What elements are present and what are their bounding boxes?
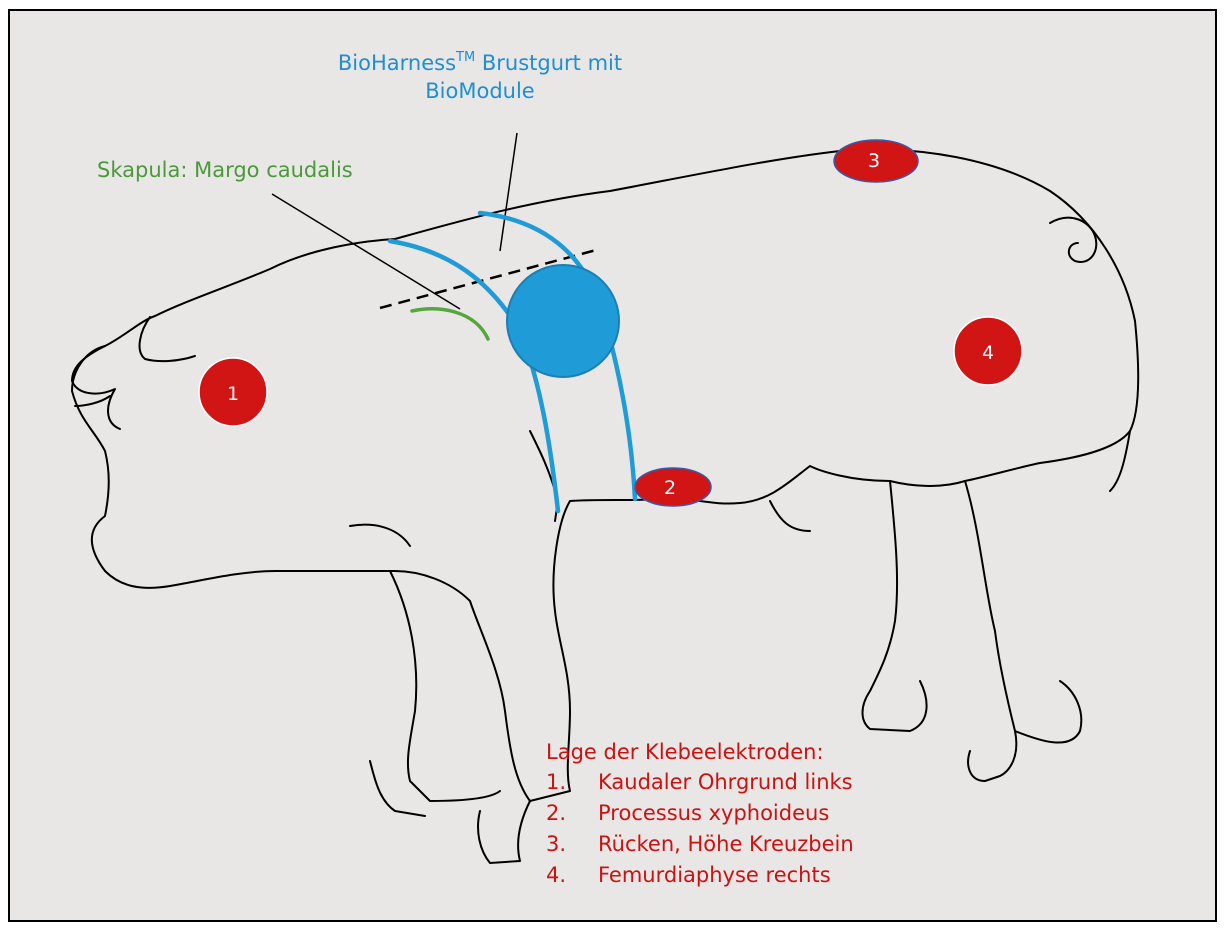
harness-label-prefix: BioHarness <box>338 51 456 75</box>
electrode-2: 2 <box>635 468 711 506</box>
harness-label: BioHarnessTM Brustgurt mit BioModule <box>290 49 670 105</box>
pig-ear <box>140 317 195 361</box>
front-leg-near <box>390 571 500 801</box>
scapula-margin-curve <box>412 309 488 339</box>
hind-leg-near <box>965 481 1016 781</box>
legend-item: 3. Rücken, Höhe Kreuzbein <box>546 829 854 860</box>
hind-leg-far <box>863 481 927 731</box>
legend-title: Lage der Klebeelektroden: <box>546 737 854 767</box>
legend-item-number: 1. <box>546 767 598 798</box>
pig-snout <box>72 346 120 429</box>
trademark-superscript: TM <box>456 50 475 65</box>
harness-label-suffix: Brustgurt mit <box>475 51 622 75</box>
figure-frame: 1 2 3 4 BioHarnessTM Brustgurt mit BioMo… <box>8 9 1217 922</box>
legend-item: 2. Processus xyphoideus <box>546 798 854 829</box>
harness-leader-line <box>500 133 517 251</box>
front-leg-far <box>478 801 530 863</box>
legend-item-text: Kaudaler Ohrgrund links <box>598 767 853 798</box>
electrode-legend: Lage der Klebeelektroden: 1. Kaudaler Oh… <box>546 737 854 891</box>
electrode-1-label: 1 <box>227 383 239 405</box>
legend-item-number: 4. <box>546 860 598 891</box>
electrode-3-label: 3 <box>868 150 880 172</box>
electrode-4-label: 4 <box>982 342 994 364</box>
electrode-1: 1 <box>199 358 267 426</box>
legend-item: 1. Kaudaler Ohrgrund links <box>546 767 854 798</box>
electrode-2-label: 2 <box>664 477 676 499</box>
harness-label-line2: BioModule <box>290 77 670 105</box>
electrode-4: 4 <box>954 317 1022 385</box>
skapula-label: Skapula: Margo caudalis <box>97 156 353 184</box>
legend-item-text: Rücken, Höhe Kreuzbein <box>598 829 854 860</box>
legend-item-number: 3. <box>546 829 598 860</box>
pig-tail <box>1050 218 1096 262</box>
legend-item-text: Processus xyphoideus <box>598 798 829 829</box>
legend-item: 4. Femurdiaphyse rechts <box>546 860 854 891</box>
pig-outline <box>72 149 1138 801</box>
electrode-3: 3 <box>834 140 918 182</box>
harness-label-line1: BioHarnessTM Brustgurt mit <box>290 49 670 77</box>
biomodule-sensor <box>507 265 619 377</box>
legend-item-number: 2. <box>546 798 598 829</box>
legend-item-text: Femurdiaphyse rechts <box>598 860 831 891</box>
